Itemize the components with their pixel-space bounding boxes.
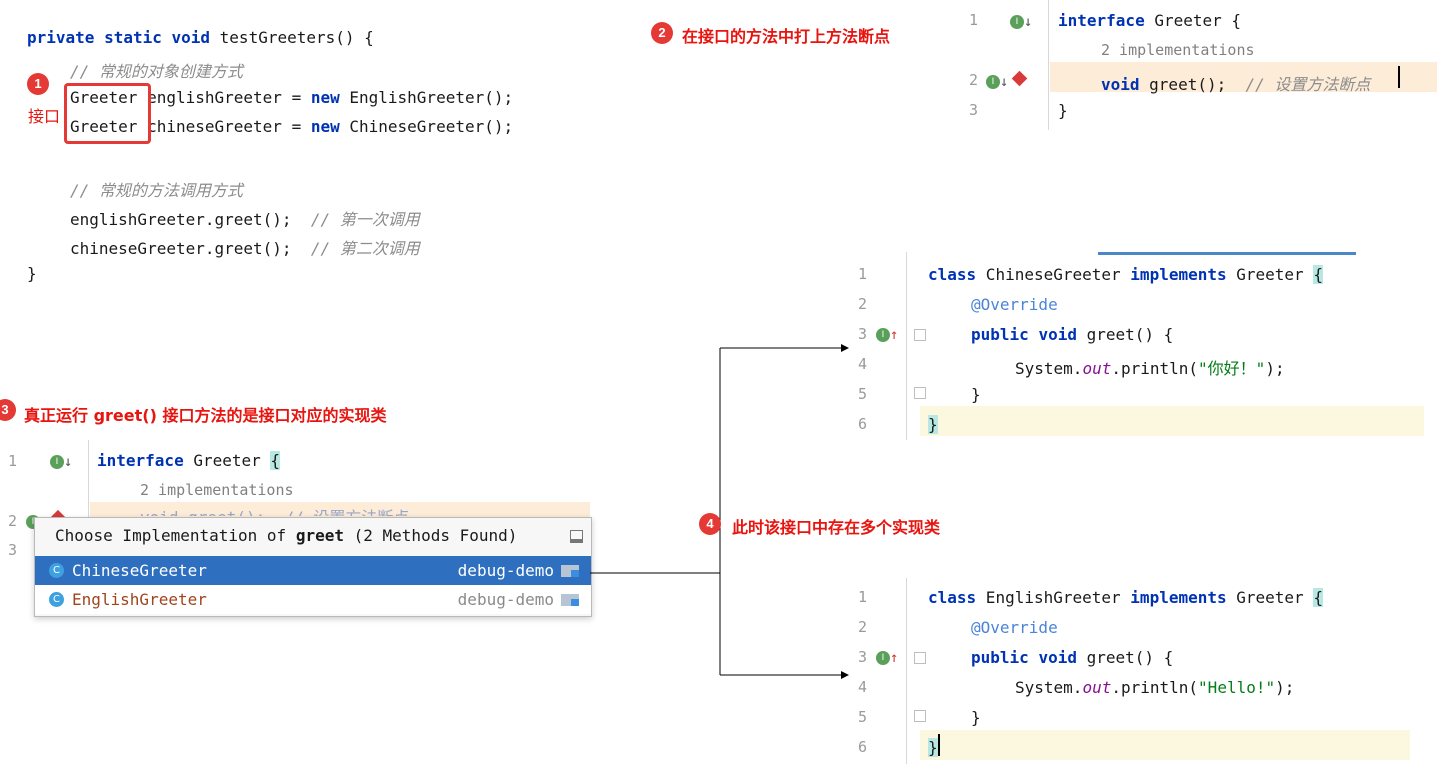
code-close-brace: } bbox=[27, 264, 37, 283]
code-call-1: englishGreeter.greet(); // 第一次调用 bbox=[70, 210, 420, 229]
scroll-indicator bbox=[1098, 252, 1356, 255]
implemented-gutter-icon[interactable]: I↓ bbox=[986, 71, 1008, 90]
text-cursor bbox=[1398, 66, 1400, 88]
main-code-panel: private static void testGreeters() { // … bbox=[0, 20, 620, 290]
fold-marker[interactable] bbox=[914, 329, 926, 341]
line-number: 2 bbox=[8, 512, 18, 530]
method-decl: public void greet() { bbox=[971, 325, 1174, 344]
line-number: 6 bbox=[858, 738, 868, 756]
chinese-greeter-panel: 1 2 3 4 5 6 I↑ class ChineseGreeter impl… bbox=[850, 252, 1424, 440]
folder-icon bbox=[561, 594, 579, 606]
line-number: 2 bbox=[858, 618, 868, 636]
fold-marker[interactable] bbox=[914, 387, 926, 399]
step-4-text: 此时该接口中存在多个实现类 bbox=[732, 518, 941, 537]
line-number: 1 bbox=[858, 588, 868, 606]
current-line-highlight bbox=[920, 406, 1424, 436]
module-name: debug-demo bbox=[457, 561, 554, 580]
line-number: 3 bbox=[858, 648, 868, 666]
interface-code-panel: 1 2 3 I↓ I↓ interface Greeter { 2 implem… bbox=[966, 0, 1437, 130]
method-close: } bbox=[971, 385, 981, 404]
line-number: 4 bbox=[858, 355, 868, 373]
popup-title: Choose Implementation of greet (2 Method… bbox=[55, 526, 518, 545]
implemented-gutter-icon[interactable]: I↓ bbox=[50, 451, 72, 470]
implemented-gutter-icon[interactable]: I↓ bbox=[1010, 11, 1032, 30]
line-number: 5 bbox=[858, 385, 868, 403]
class-decl: class ChineseGreeter implements Greeter … bbox=[928, 265, 1323, 284]
method-breakpoint-icon[interactable] bbox=[1011, 70, 1028, 87]
interface-close: } bbox=[1058, 101, 1068, 120]
class-close: } bbox=[928, 738, 938, 757]
step-3-text: 真正运行 greet() 接口方法的是接口对应的实现类 bbox=[24, 406, 387, 425]
line-number: 4 bbox=[858, 678, 868, 696]
step-badge-2: 2 bbox=[651, 22, 673, 44]
implementations-hint[interactable]: 2 implementations bbox=[1101, 41, 1255, 59]
step-2-text: 在接口的方法中打上方法断点 bbox=[682, 27, 891, 46]
current-line-highlight bbox=[920, 730, 1410, 760]
method-decl: public void greet() { bbox=[971, 648, 1174, 667]
class-decl: class EnglishGreeter implements Greeter … bbox=[928, 588, 1323, 607]
method-close: } bbox=[971, 708, 981, 727]
line-number: 5 bbox=[858, 708, 868, 726]
class-icon: C bbox=[49, 563, 64, 578]
fold-marker[interactable] bbox=[914, 710, 926, 722]
step-badge-1: 1 bbox=[27, 73, 49, 95]
current-line-highlight bbox=[90, 502, 590, 520]
line-number: 6 bbox=[858, 415, 868, 433]
implements-gutter-icon[interactable]: I↑ bbox=[876, 647, 898, 666]
println-line: System.out.println("Hello!"); bbox=[1015, 678, 1295, 697]
line-number: 2 bbox=[858, 295, 868, 313]
line-number: 3 bbox=[969, 101, 979, 119]
code-call-2: chineseGreeter.greet(); // 第二次调用 bbox=[70, 239, 420, 258]
line-number: 1 bbox=[8, 452, 18, 470]
english-greeter-panel: 1 2 3 4 5 6 I↑ class EnglishGreeter impl… bbox=[850, 578, 1410, 764]
code-line-english: Greeter englishGreeter = new EnglishGree… bbox=[70, 88, 514, 107]
step-badge-4: 4 bbox=[699, 513, 721, 535]
line-number: 3 bbox=[8, 541, 18, 559]
popup-item-chinese[interactable]: C ChineseGreeter debug-demo bbox=[35, 556, 591, 585]
implementation-name: EnglishGreeter bbox=[72, 590, 207, 609]
choose-implementation-popup[interactable]: Choose Implementation of greet (2 Method… bbox=[34, 517, 592, 617]
override-annotation: @Override bbox=[971, 295, 1058, 314]
current-line-highlight bbox=[1050, 62, 1437, 92]
popup-pin-icon[interactable] bbox=[570, 530, 583, 543]
popup-item-english[interactable]: C EnglishGreeter debug-demo bbox=[35, 585, 591, 614]
line-number: 1 bbox=[858, 265, 868, 283]
interface-decl: interface Greeter { bbox=[97, 451, 281, 470]
implementations-hint[interactable]: 2 implementations bbox=[140, 481, 294, 499]
method-decl: void greet(); // 设置方法断点 bbox=[1101, 75, 1371, 94]
interface-highlight-box bbox=[64, 83, 151, 144]
implementation-name: ChineseGreeter bbox=[72, 561, 207, 580]
code-comment-1: // 常规的对象创建方式 bbox=[70, 62, 243, 81]
interface-label: 接口 bbox=[28, 107, 61, 126]
implements-gutter-icon[interactable]: I↑ bbox=[876, 324, 898, 343]
println-line: System.out.println("你好！"); bbox=[1015, 359, 1285, 378]
fold-marker[interactable] bbox=[914, 652, 926, 664]
folder-icon bbox=[561, 565, 579, 577]
class-icon: C bbox=[49, 592, 64, 607]
code-line-chinese: Greeter chineseGreeter = new ChineseGree… bbox=[70, 117, 514, 136]
line-number: 2 bbox=[969, 71, 979, 89]
line-number: 1 bbox=[969, 11, 979, 29]
module-name: debug-demo bbox=[457, 590, 554, 609]
text-cursor bbox=[938, 734, 940, 756]
code-comment-2: // 常规的方法调用方式 bbox=[70, 181, 243, 200]
code-line-1: private static void testGreeters() { bbox=[27, 28, 374, 47]
interface-decl: interface Greeter { bbox=[1058, 11, 1242, 30]
method-decl-obscured: void greet(); // 设置方法断点 bbox=[140, 504, 409, 516]
line-number: 3 bbox=[858, 325, 868, 343]
step-badge-3: 3 bbox=[0, 399, 16, 421]
class-close: } bbox=[928, 415, 938, 434]
override-annotation: @Override bbox=[971, 618, 1058, 637]
